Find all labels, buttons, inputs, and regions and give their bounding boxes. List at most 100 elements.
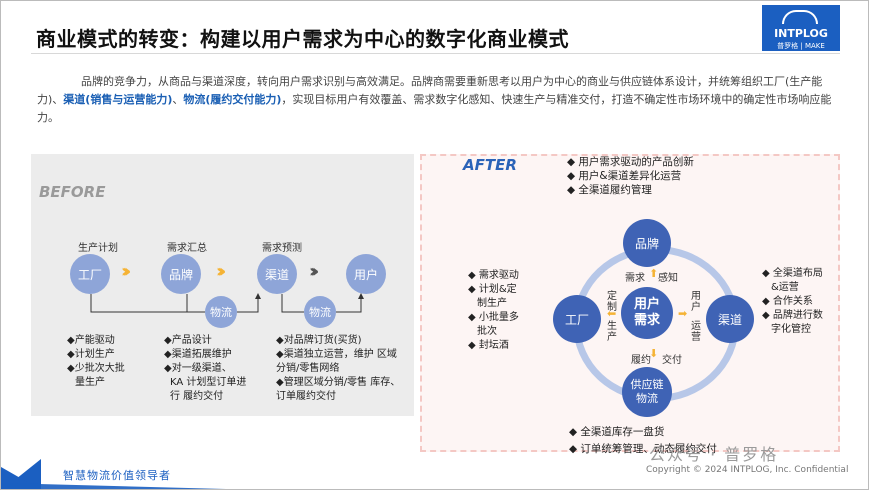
watermark: 公众号 · 普罗格: [649, 445, 779, 464]
before-brand-list: ◆产品设计 ◆渠道拓展维护 ◆对一级渠道、 KA 计划型订单进 行 履约交付: [164, 334, 246, 404]
list-item-text: 全渠道履约管理: [578, 184, 652, 196]
after-top-list: ◆ 用户需求驱动的产品创新 ◆ 用户&渠道差异化运营 ◆ 全渠道履约管理: [567, 156, 694, 198]
connector-line: [90, 294, 205, 313]
list-item: 字化管控: [771, 324, 811, 335]
list-item: KA 计划型订单进: [170, 377, 247, 388]
copyright-text: Copyright © 2024 INTPLOG, Inc. Confident…: [646, 465, 849, 475]
list-item: 批次: [477, 326, 497, 337]
list-item: 制生产: [477, 298, 507, 309]
before-node-brand: 品牌: [161, 254, 201, 294]
inner-label: 定制: [607, 291, 617, 313]
list-item-text: 小批量多: [478, 312, 519, 323]
inner-label: 履约: [631, 355, 651, 366]
list-item: ◆ 品牌进行数: [762, 310, 823, 321]
list-item: ◆ 需求驱动: [468, 270, 519, 281]
list-item: ◆产能驱动: [67, 335, 115, 346]
after-center-node: 用户需求: [621, 287, 673, 339]
list-item: ◆渠道独立运营，维护 区域: [276, 349, 397, 360]
after-bottom-list: ◆ 全渠道库存一盘货 ◆ 订单统筹管理、动态履约交付: [569, 424, 717, 458]
before-node-factory: 工厂: [70, 254, 110, 294]
after-tag: AFTER: [463, 156, 517, 174]
inner-label: 运营: [691, 321, 701, 343]
list-item-text: 全渠道布局: [772, 268, 823, 279]
before-node-channel: 渠道: [257, 254, 297, 294]
list-item: 分销/零售网络: [276, 363, 340, 374]
before-channel-list: ◆对品牌订货(买货) ◆渠道独立运营，维护 区域 分销/零售网络 ◆管理区域分销…: [276, 334, 400, 404]
list-item-text: 计划&定: [478, 284, 517, 295]
intro-highlight-logistics: 物流(履约交付能力): [183, 93, 282, 106]
list-item: ◆对一级渠道、: [164, 363, 232, 374]
list-item: ◆ 封坛酒: [468, 340, 509, 351]
list-item-text: 全渠道库存一盘货: [580, 426, 665, 438]
list-item: ◆渠道拓展维护: [164, 349, 232, 360]
list-item: &运营: [771, 282, 799, 293]
label-demand-forecast: 需求预测: [262, 243, 302, 254]
label-demand-sum: 需求汇总: [167, 243, 207, 254]
after-node-factory: 工厂: [553, 295, 601, 343]
after-node-channel: 渠道: [706, 295, 754, 343]
connector-line: [336, 297, 362, 313]
footer-slogan: 智慧物流价值领导者: [63, 469, 171, 482]
connector-line: [237, 297, 259, 313]
list-item-text: 用户需求驱动的产品创新: [578, 156, 694, 168]
footer-stripe-shape: [1, 483, 226, 489]
before-node-user: 用户: [346, 254, 386, 294]
inner-label: 生产: [607, 321, 617, 343]
list-item-text: 封坛酒: [478, 340, 509, 351]
before-tag: BEFORE: [39, 183, 106, 201]
arrow-up-icon: ⬆: [649, 267, 659, 280]
arrow-left-icon: ⬅: [607, 307, 617, 320]
label-plan: 生产计划: [78, 243, 118, 254]
arrow-right-icon: ➡: [678, 307, 688, 320]
logo-brand: INTPLOG: [774, 27, 828, 40]
before-factory-list: ◆产能驱动 ◆计划生产 ◆少批次大批 量生产: [67, 334, 125, 390]
footer-bar: [1, 459, 868, 489]
list-item: ◆ 计划&定: [468, 284, 517, 295]
list-item-text: 品牌进行数: [772, 310, 823, 321]
list-item: ◆ 用户&渠道差异化运营: [567, 170, 682, 182]
list-item: ◆ 全渠道履约管理: [567, 184, 652, 196]
intro-highlight-channel: 渠道(销售与运营能力): [63, 93, 173, 106]
after-right-list: ◆ 全渠道布局 &运营 ◆ 合作关系 ◆ 品牌进行数 字化管控: [762, 267, 823, 337]
inner-label: 感知: [658, 273, 678, 284]
intro-paragraph: 品牌的竞争力，从商品与渠道深度，转向用户需求识别与高效满足。品牌商需要重新思考以…: [37, 73, 843, 127]
list-item-text: 订单统筹管理、动态履约交付: [580, 443, 717, 455]
list-item: ◆计划生产: [67, 349, 115, 360]
list-item: ◆对品牌订货(买货): [276, 335, 362, 346]
inner-label: 需求: [625, 273, 645, 284]
before-node-logistics-1: 物流: [205, 296, 237, 328]
intro-text-1: 品牌的竞争力，从商品与渠道深度，转向用户需求识别与高效满足。品牌商需要重新思考以…: [37, 75, 823, 106]
brand-logo: INTPLOG 普罗格 | MAKE LOGISTICS FIT: [762, 5, 840, 59]
page-title: 商业模式的转变：构建以用户需求为中心的数字化商业模式: [36, 27, 569, 51]
list-item: ◆ 订单统筹管理、动态履约交付: [569, 443, 717, 455]
after-node-supply: 供应链物流: [622, 367, 672, 417]
list-item: 量生产: [75, 377, 105, 388]
logo-sub: 普罗格 | MAKE LOGISTICS FIT: [776, 42, 826, 59]
inner-label: 交付: [662, 355, 682, 366]
after-left-list: ◆ 需求驱动 ◆ 计划&定 制生产 ◆ 小批量多 批次 ◆ 封坛酒: [468, 269, 519, 353]
footer-stripe: [1, 467, 226, 489]
list-item: ◆ 全渠道布局: [762, 268, 823, 279]
arrow-head-icon: [255, 293, 261, 299]
arrow-down-icon: ⬇: [649, 347, 659, 360]
intro-text-2: ，实现目标用户有效覆盖、需求数字化感知、快速生产与精准交付，打造不确定性市场环境…: [37, 93, 832, 124]
inner-label: 用户: [691, 291, 701, 313]
list-item: ◆少批次大批: [67, 363, 125, 374]
list-item: ◆管理区域分销/零售 库存、: [276, 377, 401, 388]
list-item-text: 需求驱动: [478, 270, 519, 281]
list-item: 行 履约交付: [170, 391, 224, 402]
list-item: ◆ 全渠道库存一盘货: [569, 426, 665, 438]
list-item-text: 用户&渠道差异化运营: [578, 170, 682, 182]
list-item: ◆ 合作关系: [762, 296, 813, 307]
list-item: 订单履约交付: [276, 391, 336, 402]
title-divider: [31, 53, 840, 54]
list-item: ◆产品设计: [164, 335, 212, 346]
arrow-head-icon: [358, 293, 364, 299]
intro-sep: 、: [172, 93, 184, 106]
list-item: ◆ 小批量多: [468, 312, 519, 323]
list-item: ◆ 用户需求驱动的产品创新: [567, 156, 694, 168]
list-item-text: 合作关系: [772, 296, 813, 307]
before-node-logistics-2: 物流: [304, 296, 336, 328]
